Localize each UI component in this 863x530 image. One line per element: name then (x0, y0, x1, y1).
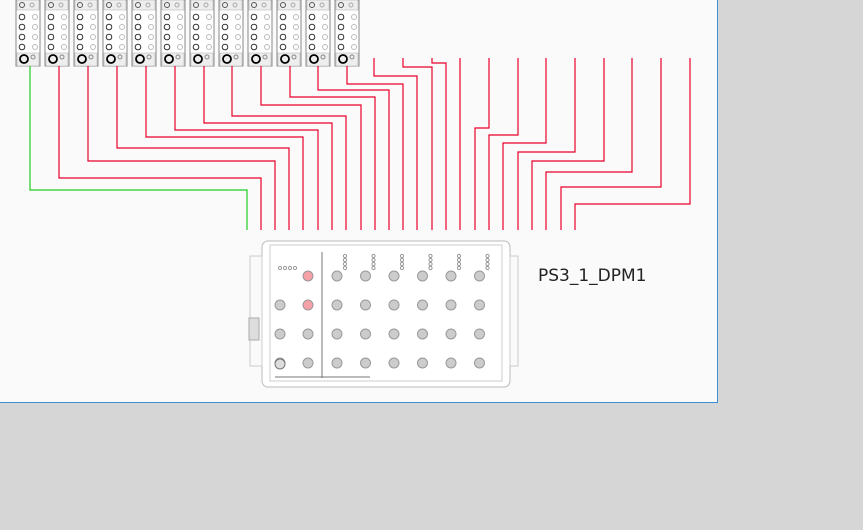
wire[interactable] (574, 58, 691, 230)
dpm-port[interactable] (417, 328, 428, 340)
device-label: PS3_1_DPM1 (538, 266, 647, 286)
dpm-port[interactable] (388, 270, 400, 282)
wire[interactable] (231, 66, 347, 230)
dpm-port[interactable] (331, 357, 343, 369)
dpm-port[interactable] (302, 328, 314, 340)
power-port[interactable] (274, 358, 286, 370)
io-module[interactable] (247, 0, 273, 67)
dpm-port[interactable] (474, 357, 485, 369)
wire[interactable] (431, 58, 447, 230)
dpm-port[interactable] (388, 299, 400, 311)
wire[interactable] (145, 66, 304, 230)
io-module[interactable] (73, 0, 99, 67)
io-module[interactable] (218, 0, 244, 67)
io-module[interactable] (334, 0, 360, 67)
wire[interactable] (545, 58, 633, 230)
dpm-port[interactable] (274, 299, 286, 311)
dpm-port[interactable] (388, 328, 400, 340)
dpm-port[interactable] (331, 328, 343, 340)
dpm-port[interactable] (302, 270, 314, 282)
wire[interactable] (317, 66, 390, 230)
wire[interactable] (203, 66, 333, 230)
dpm-port[interactable] (302, 299, 314, 311)
io-module[interactable] (44, 0, 70, 67)
wire[interactable] (474, 58, 490, 230)
dpm-port[interactable] (360, 270, 371, 282)
wire[interactable] (560, 58, 662, 230)
wire[interactable] (502, 58, 547, 230)
dpm-port[interactable] (474, 270, 485, 282)
dpm-port[interactable] (274, 328, 286, 340)
dpm-port[interactable] (474, 299, 485, 311)
dpm-port[interactable] (417, 270, 428, 282)
wire[interactable] (58, 66, 262, 230)
wire[interactable] (116, 66, 290, 230)
dpm-port[interactable] (445, 299, 457, 311)
dpm-port[interactable] (445, 328, 457, 340)
io-module[interactable] (160, 0, 186, 67)
wire[interactable] (29, 66, 248, 230)
dpm-port[interactable] (388, 357, 400, 369)
dpm-port[interactable] (331, 270, 343, 282)
dpm-port[interactable] (360, 299, 371, 311)
wire[interactable] (260, 66, 362, 230)
wire[interactable] (289, 66, 376, 230)
dpm-port[interactable] (445, 270, 457, 282)
io-module[interactable] (131, 0, 157, 67)
wire[interactable] (531, 58, 605, 230)
dpm-port[interactable] (331, 299, 343, 311)
io-module[interactable] (276, 0, 302, 67)
wire[interactable] (517, 58, 576, 230)
wire[interactable] (402, 58, 433, 230)
io-module[interactable] (102, 0, 128, 67)
wire[interactable] (346, 66, 404, 230)
io-module[interactable] (15, 0, 41, 67)
dpm-port[interactable] (360, 357, 371, 369)
dpm-port[interactable] (360, 328, 371, 340)
wire[interactable] (87, 66, 276, 230)
wire[interactable] (174, 66, 319, 230)
wire[interactable] (488, 58, 519, 230)
io-module[interactable] (305, 0, 331, 67)
io-module[interactable] (189, 0, 215, 67)
dpm-port[interactable] (445, 357, 457, 369)
dpm-device[interactable] (248, 240, 519, 388)
dpm-port[interactable] (474, 328, 485, 340)
wire[interactable] (373, 58, 418, 230)
dpm-port[interactable] (417, 357, 428, 369)
dpm-port[interactable] (417, 299, 428, 311)
dpm-port[interactable] (302, 357, 314, 369)
